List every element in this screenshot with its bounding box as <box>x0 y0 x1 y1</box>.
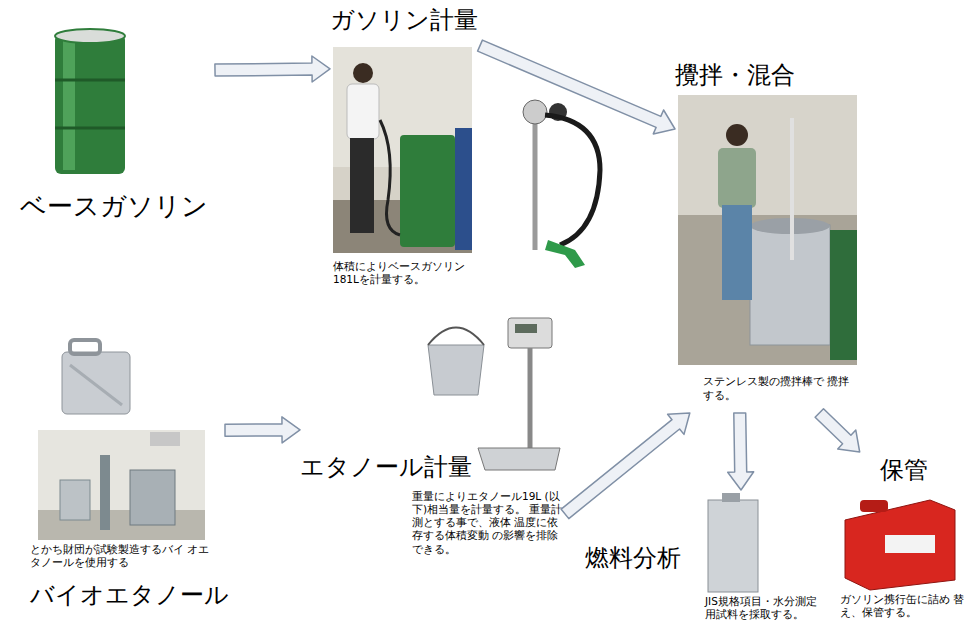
stirring-rod <box>790 118 794 260</box>
photo-frame <box>333 47 472 253</box>
step-caption: ガソリン携行缶に詰め 替え、保管する。 <box>840 593 965 619</box>
scale-platform <box>478 448 560 470</box>
source-box: とかち財団が試験製造するバイ オエタノールを使用するバイオエタノール <box>30 335 225 615</box>
person-head <box>726 124 748 146</box>
photo-frame <box>38 430 205 540</box>
flow-arrow <box>728 413 754 490</box>
person-shirt <box>718 148 756 208</box>
scale-pole <box>528 348 533 450</box>
drum-photo <box>830 230 857 360</box>
scale-screen <box>515 324 537 333</box>
flow-arrow <box>815 409 860 452</box>
drum-lid <box>55 29 125 43</box>
process-box: 攪拌・混合ステンレス製の攪拌棒で 攪拌する。 <box>675 58 860 413</box>
source-box: ベースガソリン <box>15 25 215 230</box>
drum-blue <box>455 128 472 250</box>
bucket-handle <box>428 328 484 346</box>
sample-cap <box>722 493 740 502</box>
pump-nozzle <box>545 240 585 268</box>
sample-can <box>708 500 758 592</box>
person-head <box>353 63 373 83</box>
node-label: ベースガソリン <box>20 190 215 223</box>
pump-meter <box>523 100 547 124</box>
drum-photo <box>400 135 455 247</box>
lab-tank <box>60 480 90 520</box>
drum-rib <box>55 127 125 130</box>
block-arrow <box>478 40 675 134</box>
person-pants <box>350 138 374 233</box>
person-pants <box>722 205 752 300</box>
flow-arrow <box>225 417 300 443</box>
pump-hose <box>545 115 600 245</box>
can-handle <box>70 340 100 354</box>
process-box: エタノール計量重量によりエタノール19L (以下)相当量を計量する。 重量計測と… <box>300 315 565 570</box>
jerry-can <box>62 352 130 414</box>
step-heading: 燃料分析 <box>585 543 703 573</box>
bucket <box>428 345 484 395</box>
step-caption: 体積によりベースガソリン 181Lを計量する。 <box>333 260 478 286</box>
step-heading: ガソリン計量 <box>330 5 480 35</box>
block-arrow <box>561 413 690 519</box>
photo-frame <box>678 95 857 365</box>
step-caption: JIS規格項目・水分測定 用試料を採取する。 <box>705 595 825 621</box>
source-caption: とかち財団が試験製造するバイ オエタノールを使用する <box>30 543 220 569</box>
block-arrow <box>225 417 300 443</box>
lab-column <box>100 455 110 530</box>
step-caption: ステンレス製の攪拌棒で 攪拌する。 <box>703 375 853 403</box>
flow-arrow <box>478 40 675 134</box>
step-caption: 重量によりエタノール19L (以下)相当量を計量する。 重量計測とする事で、液体… <box>412 490 564 556</box>
output-box: 燃料分析JIS規格項目・水分測定 用試料を採取する。 <box>585 490 825 628</box>
storage-can <box>845 500 955 590</box>
block-arrow <box>815 409 860 452</box>
block-arrow <box>215 56 330 82</box>
lab-reactor <box>130 470 175 525</box>
block-arrow <box>728 413 754 490</box>
scale-display <box>508 318 552 348</box>
flow-arrow <box>215 56 330 82</box>
photo-wall <box>678 95 857 215</box>
process-box: ガソリン計量体積によりベースガソリン 181Lを計量する。 <box>330 5 480 295</box>
pump-pipe <box>533 105 538 250</box>
node-label: バイオエタノール <box>30 580 225 610</box>
output-box: 保管ガソリン携行缶に詰め 替え、保管する。 <box>835 452 965 627</box>
hose <box>380 120 400 235</box>
storage-handle <box>860 500 888 512</box>
drum-highlight <box>63 38 75 170</box>
step-heading: 攪拌・混合 <box>675 60 860 90</box>
storage-label <box>885 535 935 553</box>
can-emboss <box>70 365 122 405</box>
flow-arrow <box>561 413 690 519</box>
drum-body <box>55 34 125 174</box>
lab-duct <box>150 432 180 446</box>
drum-rib <box>55 79 125 82</box>
step-heading: エタノール計量 <box>300 452 475 482</box>
step-heading: 保管 <box>880 455 960 485</box>
person-shirt <box>347 84 379 139</box>
